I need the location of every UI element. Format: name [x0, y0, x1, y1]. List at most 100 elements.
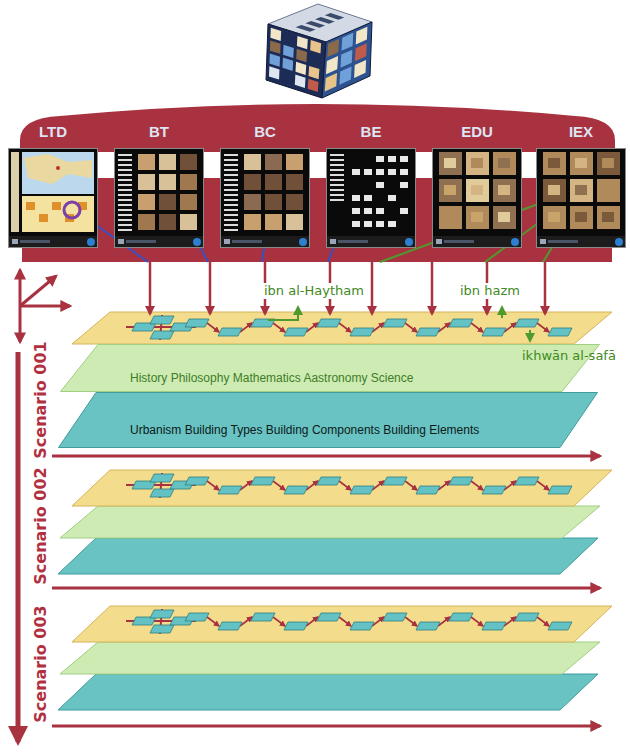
module-tile: [383, 477, 407, 485]
screen-panel: EDU: [432, 120, 522, 250]
thumbnail-detail: [602, 185, 614, 195]
module-tile: [350, 328, 374, 336]
flow-arrow: [372, 617, 384, 626]
menu-line: [330, 174, 344, 176]
footer-bar: [20, 240, 50, 243]
menu-line: [118, 154, 132, 156]
screen-image: [8, 148, 98, 248]
module-tile: [416, 622, 440, 630]
module-tile: [185, 319, 209, 327]
footer-globe: [87, 238, 95, 246]
menu-line: [118, 204, 132, 206]
cube-tile: [296, 49, 307, 62]
thumbnail: [466, 179, 489, 202]
menu-line: [118, 169, 132, 171]
panel-label: BC: [220, 122, 310, 142]
thumbnail: [159, 214, 176, 230]
screen-image: [220, 148, 310, 248]
module-tile: [449, 613, 473, 621]
scholar-name: ibn al-Haytham: [262, 283, 366, 299]
menu-line: [224, 164, 238, 166]
thumbnail-detail: [498, 158, 510, 168]
menu-line: [224, 199, 238, 201]
menu-line: [330, 164, 344, 166]
flow-arrow: [405, 323, 417, 332]
flow-arrow: [438, 481, 450, 490]
cube-tile: [269, 66, 280, 79]
screen-footer: [327, 236, 415, 247]
flow-arrow: [471, 481, 483, 490]
scenario-label: Scenario 001: [31, 341, 50, 458]
menu-line: [118, 189, 132, 191]
cube-tile: [340, 50, 352, 68]
cube-tile: [269, 53, 280, 66]
flow-arrow: [273, 617, 285, 626]
map-image: [22, 196, 94, 232]
element-icon: [352, 169, 360, 175]
screen-panel: BT: [114, 120, 204, 250]
panel-label: EDU: [432, 122, 522, 142]
footer-globe: [511, 238, 519, 246]
menu-line: [118, 224, 132, 226]
plane-outline: [61, 345, 600, 392]
menu-line: [330, 189, 344, 191]
flow-arrow: [339, 323, 351, 332]
thumbnail-detail: [471, 158, 483, 168]
cube-tile: [341, 33, 353, 51]
screen-image: [326, 148, 416, 248]
thumbnail: [265, 214, 282, 230]
module-tile: [515, 613, 539, 621]
thumbnail: [570, 152, 593, 175]
thumbnail: [244, 194, 261, 210]
cube-tile: [305, 21, 325, 28]
menu-line: [224, 189, 238, 191]
flow-arrow: [273, 481, 285, 490]
module-tile: [284, 622, 308, 630]
thumbnail: [159, 174, 176, 190]
thumbnail: [286, 214, 303, 230]
footer-icon: [436, 239, 442, 244]
menu-line: [330, 184, 344, 186]
flow-arrow: [273, 323, 285, 332]
map-land: [24, 154, 92, 184]
thumbnail: [244, 154, 261, 170]
cube-tile: [310, 40, 321, 53]
panel-label: IEX: [536, 122, 626, 142]
footer-globe: [193, 238, 201, 246]
flow-arrow: [306, 323, 318, 332]
screen-image: [432, 148, 522, 248]
cube-tile: [354, 60, 366, 78]
thumbnail: [138, 194, 155, 210]
thumbnail: [265, 194, 282, 210]
link-arrow: [371, 262, 374, 314]
footer-bar: [338, 240, 368, 243]
knowledge-plane: [60, 506, 600, 538]
element-icon: [388, 169, 396, 175]
menu-line: [224, 194, 238, 196]
axis-arrow: [20, 305, 70, 308]
element-icon: [388, 156, 396, 162]
menu-line: [118, 194, 132, 196]
menu-line: [330, 159, 344, 161]
element-icon: [400, 169, 408, 175]
module-tile: [548, 486, 572, 494]
screen-panel: BC: [220, 120, 310, 250]
thumbnail: [286, 174, 303, 190]
panel-label: BE: [326, 122, 416, 142]
thumbnail: [543, 206, 566, 229]
map-block: [26, 202, 35, 210]
link-arrow: [431, 262, 434, 314]
module-tile: [482, 328, 506, 336]
footer-globe: [405, 238, 413, 246]
menu-line: [330, 154, 344, 156]
menu-line: [224, 229, 238, 231]
thumbnail-detail: [602, 212, 614, 222]
module-tile: [185, 613, 209, 621]
menu-line: [330, 169, 344, 171]
menu-line: [224, 174, 238, 176]
panel-bar: [22, 178, 612, 262]
screen-frame: [327, 149, 416, 248]
map-block: [39, 214, 48, 222]
flow-arrow: [306, 481, 318, 490]
footer-globe: [299, 238, 307, 246]
